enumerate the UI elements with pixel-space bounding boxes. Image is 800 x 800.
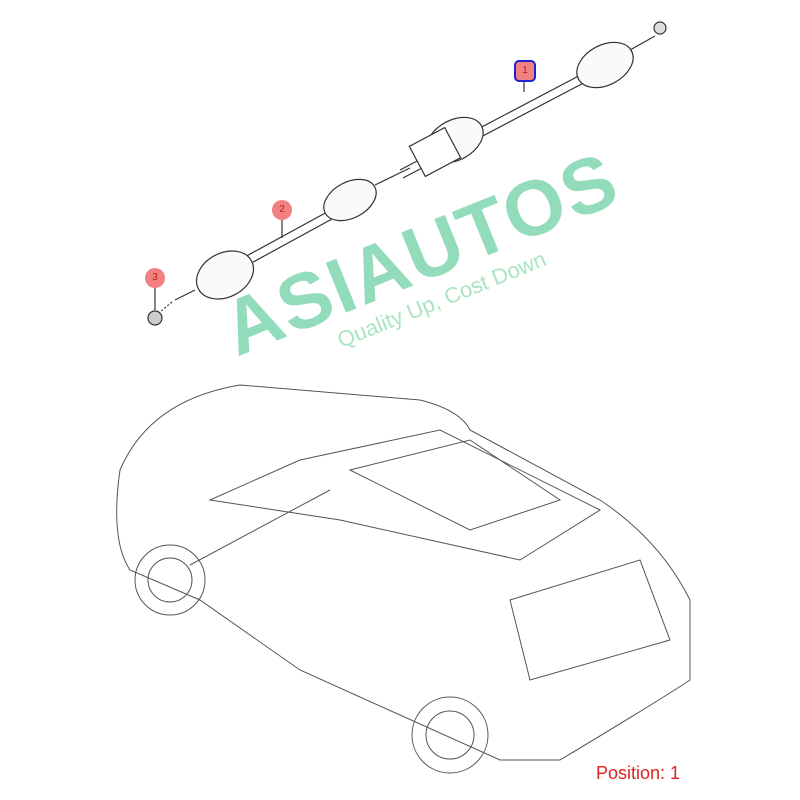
car-outline [116, 384, 691, 774]
callout-3[interactable]: 3 [145, 268, 165, 288]
drive-shaft-right [399, 21, 667, 179]
position-label: Position: 1 [596, 763, 681, 783]
callout-2[interactable]: 2 [272, 200, 292, 220]
drive-shaft-left [147, 167, 411, 326]
callout-1[interactable]: 1 [514, 60, 536, 82]
